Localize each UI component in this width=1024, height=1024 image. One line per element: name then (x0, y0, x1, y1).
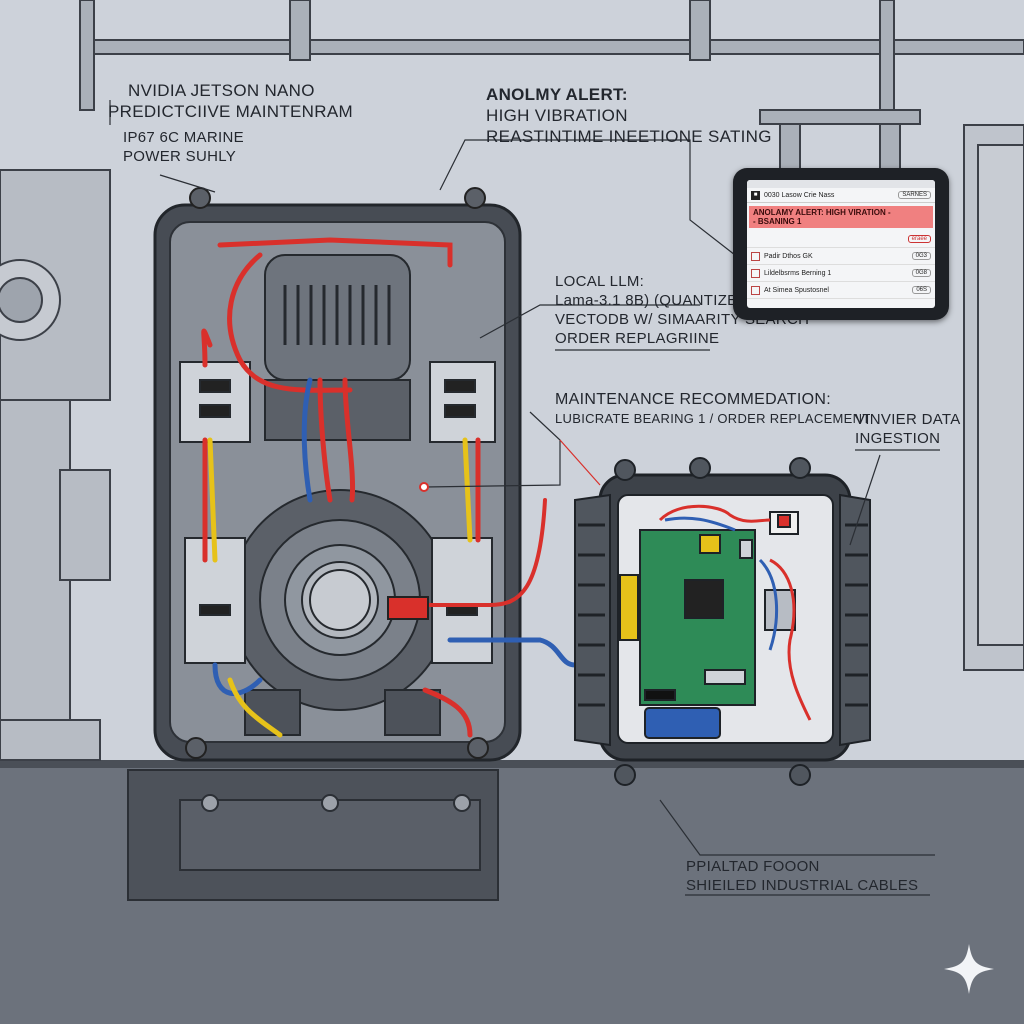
power-label-line1: IP67 6C MARINE (123, 129, 244, 146)
jetson-label: NVIDIA JETSON NANO PREDICTCIIVE MAINTENR… (108, 80, 353, 122)
anomaly-label-line2: HIGH VIBRATION (486, 106, 628, 125)
right-cabinet (963, 124, 1024, 671)
alert-banner-line2: - BSANING 1 (753, 217, 802, 226)
list-item-icon (751, 268, 760, 278)
motor-wires (201, 237, 623, 738)
list-item-icon (751, 285, 760, 295)
vinvier-label-line2: INGESTION (855, 430, 941, 447)
list-item-button[interactable]: 0G3 (911, 252, 931, 260)
pcb-wires (658, 504, 812, 721)
jetson-label-line1: NVIDIA JETSON NANO (128, 81, 315, 100)
motor-icon (229, 254, 451, 736)
maintenance-label-line1: MAINTENANCE RECOMMEDATION: (555, 391, 831, 408)
anomaly-alert-banner[interactable]: ANOLAMY ALERT: HIGH VIRATION - - BSANING… (749, 206, 933, 228)
anomaly-label-line3: REASTINTIME INEETIONE SATING (486, 127, 772, 146)
list-item[interactable]: eraee (747, 231, 935, 248)
list-item-text: Lildelbsrms Berning 1 (764, 269, 832, 277)
list-item-button[interactable]: eraee (907, 235, 931, 243)
left-machinery (0, 169, 111, 761)
maintenance-label-line2: LUBICRATE BEARING 1 / ORDER REPLACEMENT (555, 411, 871, 426)
cables-label: PPIALTAD FOOON SHIEILED INDUSTRIAL CABLE… (686, 857, 918, 895)
anomaly-label: ANOLMY ALERT: HIGH VIBRATION REASTINTIME… (486, 84, 772, 147)
tablet-app-header: ■ 0030 Lasow Crie Nass SARNES (747, 188, 935, 203)
tablet-screen: ■ 0030 Lasow Crie Nass SARNES ANOLAMY AL… (747, 180, 935, 308)
list-item-button[interactable]: 06S (912, 286, 931, 294)
anomaly-label-line1: ANOLMY ALERT: (486, 85, 628, 104)
power-label-line2: POWER SUHLY (123, 148, 237, 165)
llm-label-line1: LOCAL LLM: (555, 273, 645, 290)
list-item[interactable]: At Simea Spustosnel 06S (747, 282, 935, 299)
vinvier-label: VINVIER DATA INGESTION (855, 410, 961, 448)
motor-base (127, 769, 499, 901)
vinvier-label-line1: VINVIER DATA (855, 411, 961, 428)
llm-label-line4: ORDER REPLAGRIINE (555, 330, 720, 347)
cables-label-line1: PPIALTAD FOOON (686, 858, 820, 875)
header-button[interactable]: SARNES (898, 191, 931, 199)
cables-label-line2: SHIEILED INDUSTRIAL CABLES (686, 877, 919, 894)
alert-banner-line1: ANOLAMY ALERT: HIGH VIRATION - (753, 208, 891, 217)
callout-lines (109, 100, 940, 896)
overhead-pipes (79, 0, 1024, 175)
list-item[interactable]: Lildelbsrms Berning 1 0G8 (747, 265, 935, 282)
sparkle-icon (944, 944, 994, 994)
list-item[interactable]: Padir Dthos GK 0G3 (747, 248, 935, 265)
sensor-module-icon (179, 361, 496, 664)
list-item-text: Padir Dthos GK (764, 252, 813, 260)
list-item-text: At Simea Spustosnel (764, 286, 829, 294)
jetson-label-line2: PREDICTCIIVE MAINTENRAM (108, 102, 353, 121)
llm-label: LOCAL LLM: Lama-3.1 8B) (QUANTIZED) VECT… (555, 272, 809, 348)
llm-label-line2: Lama-3.1 8B) (QUANTIZED) (555, 292, 754, 309)
maintenance-label: MAINTENANCE RECOMMEDATION: LUBICRATE BEA… (555, 390, 871, 428)
power-supply-label: IP67 6C MARINE POWER SUHLY (123, 128, 244, 166)
tablet-status-bar (747, 180, 935, 188)
app-title: 0030 Lasow Crie Nass (764, 191, 835, 199)
list-item-icon (751, 251, 760, 261)
pcb-icon (619, 511, 799, 739)
app-logo-icon: ■ (751, 190, 760, 200)
list-item-button[interactable]: 0G8 (911, 269, 931, 277)
tablet-icon: ■ 0030 Lasow Crie Nass SARNES ANOLAMY AL… (733, 168, 949, 320)
